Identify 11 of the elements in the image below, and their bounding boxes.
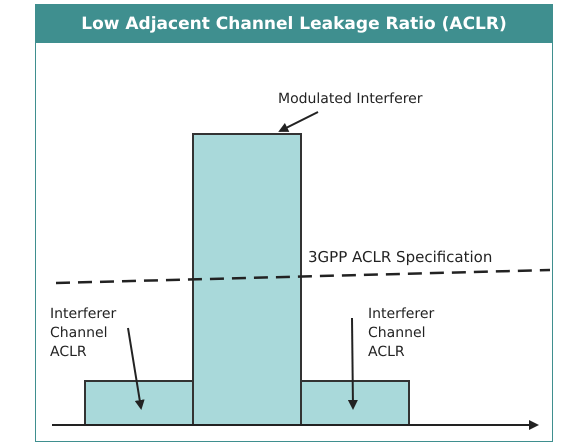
leader-arrow: [348, 318, 358, 410]
title-bar: Low Adjacent Channel Leakage Ratio (ACLR): [36, 5, 552, 43]
spectrum-bar: [192, 133, 302, 426]
spectrum-bar: [300, 380, 410, 426]
callout-text: Interferer Channel ACLR: [50, 305, 130, 362]
leader-arrow: [127, 328, 145, 410]
specification-label: 3GPP ACLR Specification: [308, 248, 492, 267]
callout-text: Interferer Channel ACLR: [368, 305, 448, 362]
leader-arrow: [278, 111, 318, 132]
callout-text: Modulated Interferer: [278, 90, 448, 109]
spectrum-bar: [84, 380, 194, 426]
